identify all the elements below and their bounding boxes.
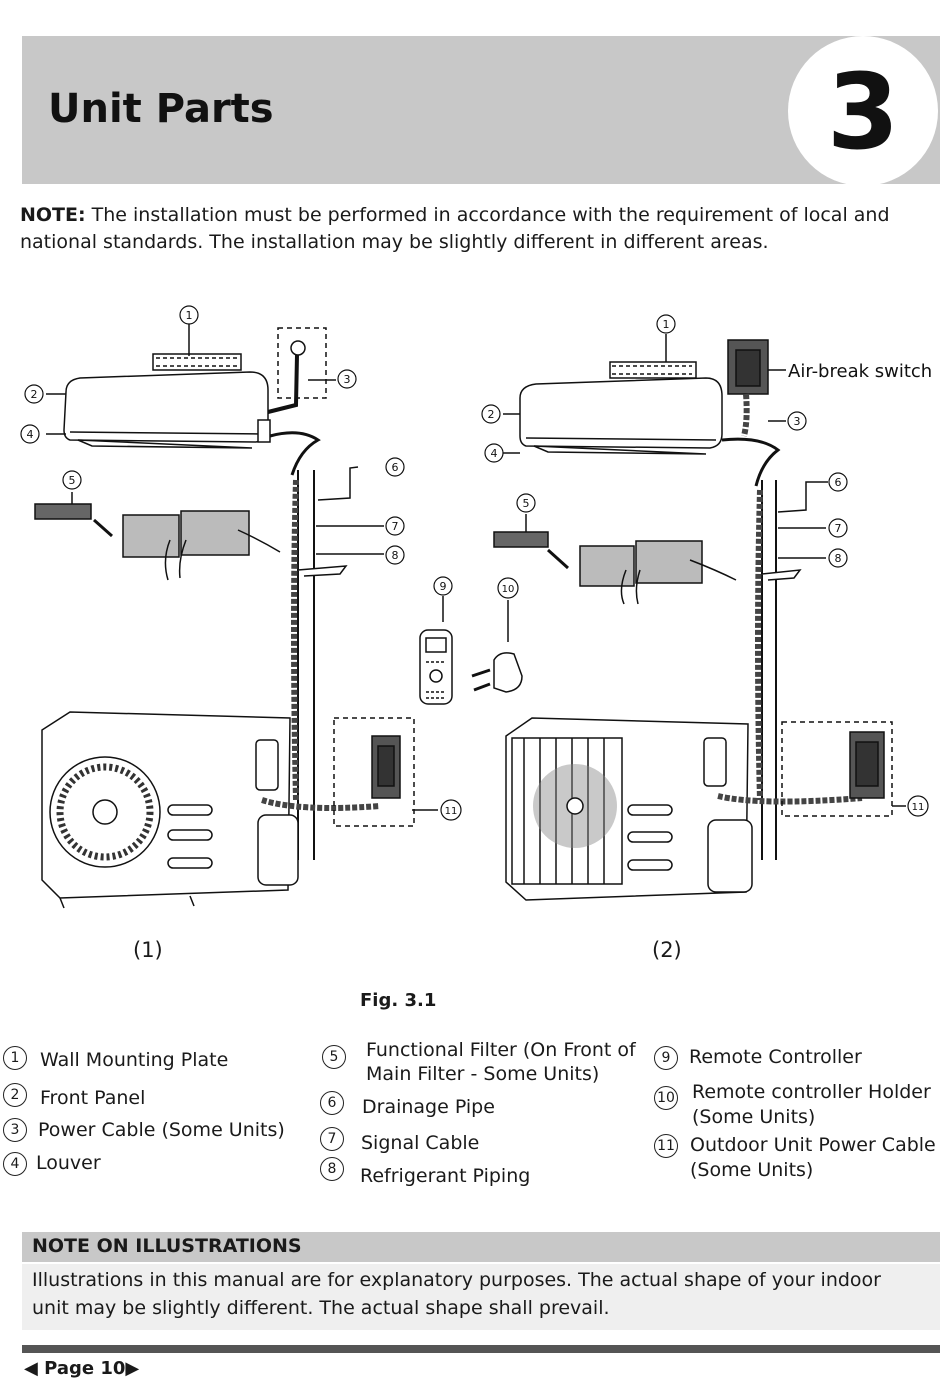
footer-rule	[22, 1345, 940, 1353]
page-label: Page 10	[44, 1358, 126, 1379]
legend-text-5b: Main Filter - Some Units)	[366, 1063, 600, 1085]
legend-text-4: Louver	[36, 1152, 101, 1174]
note-box-text: Illustrations in this manual are for exp…	[32, 1269, 881, 1319]
sub-label-2: (2)	[652, 938, 682, 962]
chapter-number: 3	[826, 51, 900, 173]
chapter-circle	[788, 36, 938, 186]
callout-10: 10	[502, 584, 515, 595]
indoor-unit-right	[519, 377, 723, 449]
legend-num-9: 9	[654, 1046, 678, 1070]
legend-text-10b: (Some Units)	[692, 1106, 816, 1128]
legend-text-3: Power Cable (Some Units)	[38, 1119, 285, 1141]
mounting-plate-right	[609, 361, 697, 379]
install-note: NOTE: The installation must be performed…	[20, 202, 930, 256]
legend-text-7: Signal Cable	[361, 1132, 480, 1154]
mounting-plate-left	[152, 353, 242, 371]
callout-r-3: 3	[794, 415, 801, 428]
figure-caption: Fig. 3.1	[360, 990, 437, 1011]
legend-text-11: Outdoor Unit Power Cable	[690, 1134, 936, 1156]
next-arrow-icon: ▶	[125, 1358, 140, 1379]
callout-8: 8	[392, 549, 399, 562]
legend-num-2: 2	[3, 1083, 27, 1107]
callout-2: 2	[31, 388, 38, 401]
unit-parts-figure: 1 2 3 4 5 6 7 8 9 10 11 1 2 3 4 5 6 7 8 …	[20, 305, 932, 909]
legend-text-5: Functional Filter (On Front of	[366, 1039, 636, 1061]
legend-text-10: Remote controller Holder	[692, 1081, 931, 1103]
callout-7: 7	[392, 520, 399, 533]
legend-text-2: Front Panel	[40, 1087, 146, 1109]
legend-text-6: Drainage Pipe	[362, 1096, 495, 1118]
legend-num-4: 4	[3, 1152, 27, 1176]
legend-text-11b: (Some Units)	[690, 1159, 814, 1181]
callout-1: 1	[186, 309, 193, 322]
callout-r-5: 5	[523, 497, 530, 510]
note-box-title: NOTE ON ILLUSTRATIONS	[32, 1235, 302, 1257]
legend-num-5: 5	[322, 1045, 346, 1069]
legend-text-1: Wall Mounting Plate	[40, 1049, 229, 1071]
legend-num-6: 6	[320, 1091, 344, 1115]
page-number: ◀ Page 10▶	[24, 1358, 139, 1379]
air-break-label: Air-break switch	[788, 361, 932, 382]
legend-text-9: Remote Controller	[689, 1046, 862, 1068]
callout-5: 5	[69, 474, 76, 487]
callout-4: 4	[27, 428, 34, 441]
legend-num-1: 1	[3, 1046, 27, 1070]
callout-r-6: 6	[835, 476, 842, 489]
sub-label-1: (1)	[133, 938, 163, 962]
callout-r-7: 7	[835, 522, 842, 535]
callout-r-2: 2	[488, 408, 495, 421]
remote-holder	[493, 652, 523, 693]
note-text: The installation must be performed in ac…	[20, 204, 890, 253]
callout-r-1: 1	[663, 318, 670, 331]
callout-11: 11	[445, 806, 458, 817]
note-box-body	[22, 1264, 940, 1330]
legend-num-10: 10	[654, 1086, 678, 1110]
legend-num-7: 7	[320, 1127, 344, 1151]
header-band	[22, 36, 940, 184]
callout-r-11: 11	[912, 802, 925, 813]
legend-num-11: 11	[654, 1134, 678, 1158]
legend-num-3: 3	[3, 1118, 27, 1142]
note-label: NOTE:	[20, 204, 86, 226]
note-box-header	[22, 1232, 940, 1262]
callout-3: 3	[344, 373, 351, 386]
callout-6: 6	[392, 461, 399, 474]
page-title: Unit Parts	[48, 86, 274, 132]
callout-9: 9	[440, 580, 447, 593]
legend-text-8: Refrigerant Piping	[360, 1165, 531, 1187]
indoor-unit-left	[63, 371, 269, 443]
prev-arrow-icon: ◀	[24, 1358, 38, 1379]
callout-r-4: 4	[491, 447, 498, 460]
legend-num-8: 8	[320, 1157, 344, 1181]
callout-r-8: 8	[835, 552, 842, 565]
